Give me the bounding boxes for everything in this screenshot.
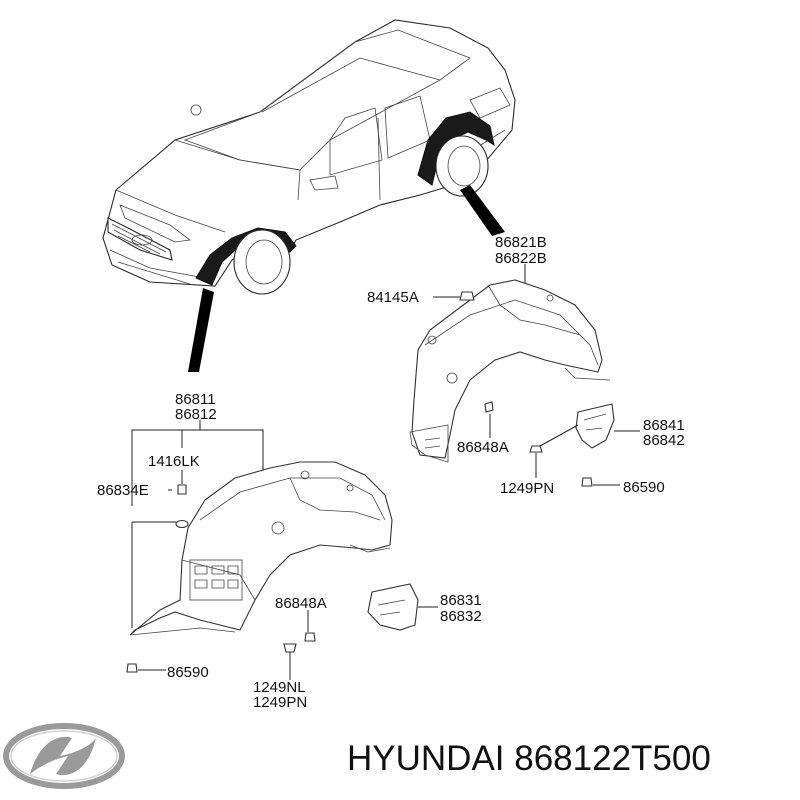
- label-86831: 86831: [440, 592, 482, 609]
- label-86841: 86841: [643, 417, 685, 434]
- rear-nut-84145a: [459, 291, 475, 301]
- front-clip-86834e: [175, 519, 189, 529]
- label-86811: 86811: [175, 391, 216, 408]
- rear-clip-86848a: [484, 401, 494, 413]
- label-1249nl: 1249NL: [253, 679, 306, 696]
- rear-pointer: [460, 185, 505, 236]
- label-86590-rear: 86590: [623, 479, 665, 496]
- front-screw-1249nl: [283, 643, 297, 675]
- label-86842: 86842: [643, 432, 685, 449]
- callout-lines: [131, 264, 640, 680]
- label-86832: 86832: [440, 608, 482, 625]
- label-86834e: 86834E: [97, 482, 149, 499]
- rear-wheel-liner: [409, 279, 611, 463]
- label-1249pn-front: 1249PN: [253, 694, 307, 711]
- label-86590-front: 86590: [167, 664, 209, 681]
- car-illustration: [102, 19, 516, 295]
- hyundai-logo-icon: [3, 723, 125, 789]
- label-86848a-front: 86848A: [275, 595, 327, 612]
- front-pointer: [188, 288, 214, 372]
- label-84145a: 84145A: [367, 289, 419, 306]
- front-mud-flap-86831: [367, 583, 419, 631]
- label-86822b: 86822B: [495, 250, 547, 267]
- front-wheel-liner: [129, 461, 393, 636]
- label-86848a-rear: 86848A: [457, 439, 509, 456]
- label-86812: 86812: [175, 406, 217, 423]
- rear-screw-1249pn: [529, 424, 579, 453]
- label-1416lk: 1416LK: [148, 453, 200, 470]
- part-labels: 86821B 86822B 84145A 86848A 86841 86842 …: [97, 234, 685, 711]
- front-nut-86590: [126, 663, 138, 673]
- part-number-title: HYUNDAI 868122T500: [347, 739, 711, 778]
- label-1249pn-rear: 1249PN: [500, 480, 554, 497]
- front-clip-86848a: [304, 632, 316, 642]
- rear-nut-86590: [581, 477, 593, 487]
- rear-mud-flap-86841: [575, 403, 615, 449]
- label-86821b: 86821B: [495, 234, 547, 251]
- front-bolt-1416lk: [177, 484, 187, 495]
